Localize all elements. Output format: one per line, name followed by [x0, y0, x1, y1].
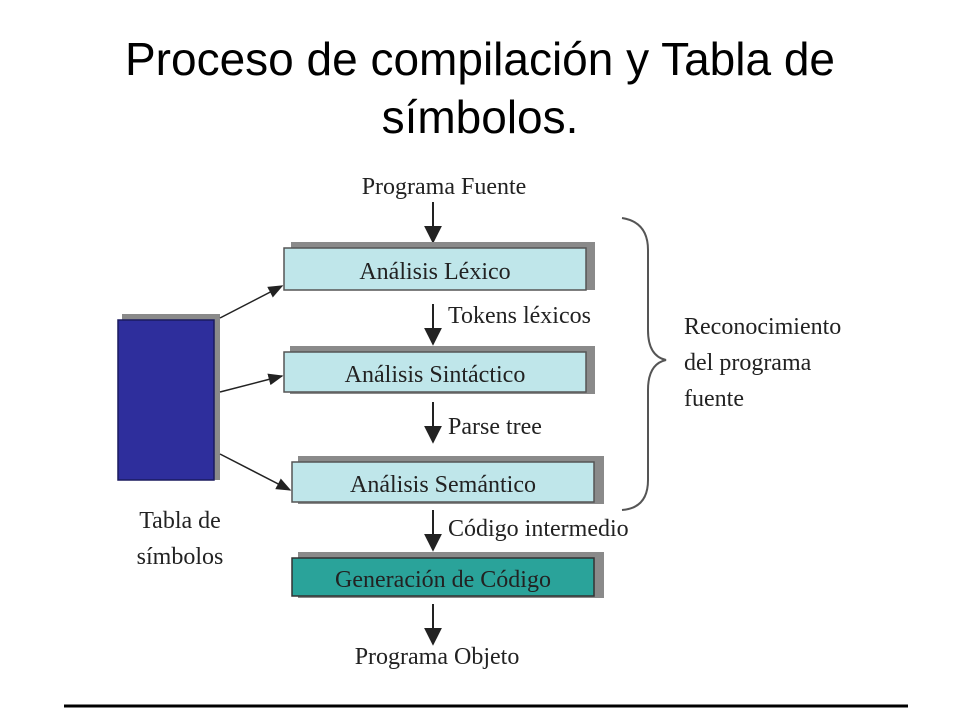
stage-semantic-analysis: Análisis Semántico: [291, 456, 604, 504]
stage-label: Generación de Código: [335, 567, 551, 593]
stage-label: Análisis Sintáctico: [345, 362, 526, 388]
symbol-table-label: Tabla de símbolos: [137, 508, 224, 570]
brace-label: Reconocimiento del programa fuente: [684, 314, 841, 412]
flow-label-parse-tree: Parse tree: [448, 414, 542, 440]
brace-shape: [621, 217, 667, 511]
input-label: Programa Fuente: [362, 174, 527, 200]
connector-to-lexical: [219, 285, 284, 319]
stage-syntactic-analysis: Análisis Sintáctico: [283, 346, 595, 394]
output-label: Programa Objeto: [355, 644, 520, 670]
stage-lexical-analysis: Análisis Léxico: [283, 242, 595, 291]
brace-label-line-1: Reconocimiento: [684, 314, 841, 340]
flow-label-intermediate-code: Código intermedio: [448, 516, 629, 542]
stage-label: Análisis Semántico: [350, 472, 536, 498]
symbol-table-label-line-1: Tabla de: [139, 508, 221, 534]
connector-to-syntactic: [219, 373, 284, 393]
stage-box: [291, 461, 595, 503]
brace-label-line-3: fuente: [684, 386, 744, 412]
symbol-table-box: [117, 319, 215, 481]
stage-box: [283, 351, 587, 393]
slide-title-line-1: Proceso de compilación y Tabla de: [124, 33, 835, 85]
brace-label-line-2: del programa: [684, 350, 812, 376]
stage-box: [291, 557, 595, 597]
stage-label: Análisis Léxico: [359, 259, 510, 285]
stage-code-generation: Generación de Código: [291, 552, 604, 598]
slide-title: Proceso de compilación y Tabla de símbol…: [0, 30, 960, 146]
symbol-table-block: [117, 314, 220, 481]
connector-to-semantic: [219, 453, 292, 491]
stage-box: [283, 247, 587, 291]
flow-label-tokens: Tokens léxicos: [448, 303, 591, 329]
symbol-table-label-line-2: símbolos: [137, 544, 224, 570]
slide-title-line-2: símbolos.: [381, 91, 579, 143]
